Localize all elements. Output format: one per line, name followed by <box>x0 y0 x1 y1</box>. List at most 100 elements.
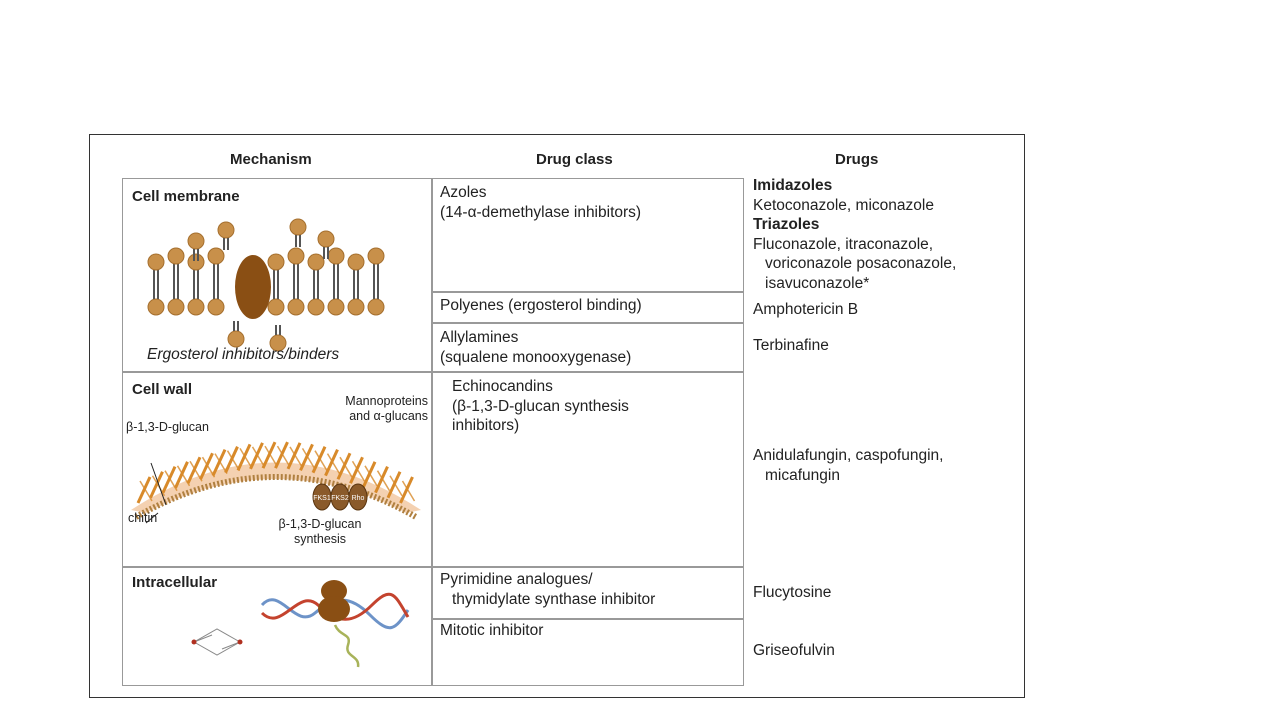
cell-wall-title: Cell wall <box>132 381 193 398</box>
glucan-fiber <box>336 452 352 480</box>
lipid-head <box>367 298 385 316</box>
lipid-head <box>267 253 285 271</box>
drugs-imidazoles-heading: Imidazoles <box>753 177 833 194</box>
drug-class-pyrimidine-line2: thymidylate synthase inhibitor <box>452 590 656 608</box>
enzyme-label: FKS2 <box>331 495 349 502</box>
glucan-fiber <box>161 466 177 494</box>
spindle-illustration <box>191 628 243 656</box>
glucan-fiber <box>224 446 239 474</box>
glucan-fiber <box>199 452 214 480</box>
figure-frame: Mechanism Drug class Drugs Cell membrane… <box>89 134 1025 698</box>
glucan-fiber <box>174 461 189 489</box>
lipid-head <box>267 298 285 316</box>
intracellular-title: Intracellular <box>132 574 218 591</box>
lipid-head <box>317 230 335 248</box>
drug-class-echinocandins-line2: (β-1,3-D-glucan synthesis <box>452 397 629 415</box>
ergosterol-molecule <box>235 255 271 319</box>
glucan-fiber <box>361 461 377 489</box>
lipid-head <box>187 232 205 250</box>
header-drug-class: Drug class <box>536 151 613 168</box>
lipid-bilayer-illustration <box>147 218 385 352</box>
drug-class-polyenes: Polyenes (ergosterol binding) <box>440 297 642 314</box>
lipid-head <box>287 298 305 316</box>
label-synthesis: β-1,3-D-glucan synthesis <box>265 517 375 547</box>
enzyme-enzyme_3 <box>348 483 368 511</box>
drugs-triazoles-line2: voriconazole posaconazole, <box>765 255 957 272</box>
ribosome-large-subunit <box>318 596 350 622</box>
lipid-head <box>347 298 365 316</box>
drugs-echinocandins-line2: micafungin <box>765 466 840 484</box>
lipid-head <box>289 218 307 236</box>
drug-class-echinocandins-line1: Echinocandins <box>452 378 553 395</box>
drugs-echinocandins-line1: Anidulafungin, caspofungin, <box>753 447 944 464</box>
drugs-imidazoles: Ketoconazole, miconazole <box>753 196 934 214</box>
glucan-fiber <box>249 442 264 470</box>
drugs-pyrimidine: Flucytosine <box>753 584 832 601</box>
drug-class-cell-azoles <box>431 178 744 293</box>
lipid-head <box>187 298 205 316</box>
lipid-head <box>287 247 305 265</box>
label-synthesis-line2: synthesis <box>293 532 347 546</box>
glucan-fiber <box>311 446 327 474</box>
label-glucan: β-1,3-D-glucan <box>126 420 209 434</box>
ribosome-dna-illustration <box>260 580 410 668</box>
drugs-triazoles-line1: Fluconazole, itraconazole, <box>753 235 934 253</box>
lipid-head <box>307 298 325 316</box>
drugs-mitotic: Griseofulvin <box>753 642 835 659</box>
mechanism-cell-wall <box>122 371 433 568</box>
header-mechanism: Mechanism <box>230 151 312 168</box>
drug-class-cell-pyrimidine <box>431 566 744 620</box>
header-drugs: Drugs <box>835 151 879 168</box>
glucan-fiber <box>236 443 252 472</box>
ribosome-small-subunit <box>321 580 347 602</box>
enzyme-label: FKS1 <box>313 495 331 502</box>
drug-class-allylamines-line2: (squalene monooxygenase) <box>440 348 632 366</box>
glucan-fiber <box>349 456 364 484</box>
glucan-fiber <box>149 471 164 499</box>
mechanism-cell-membrane <box>122 178 433 373</box>
lipid-head <box>327 247 345 265</box>
drug-class-allylamines: Allylamines (squalene monooxygenase) <box>440 328 631 367</box>
glucan-fiber <box>299 443 314 472</box>
lipid-head <box>217 221 235 239</box>
drug-class-echinocandins-line3: inhibitors) <box>452 417 520 434</box>
drugs-triazoles-line3: isavuconazole* <box>765 274 870 292</box>
cell-membrane-caption: Ergosterol inhibitors/binders <box>147 346 340 363</box>
drug-class-allylamines-line1: Allylamines <box>440 329 519 346</box>
lipid-head <box>227 330 245 348</box>
mrna-strand <box>333 624 360 668</box>
glucan-fiber <box>324 449 339 477</box>
drug-class-mitotic: Mitotic inhibitor <box>440 622 544 639</box>
drug-class-pyrimidine-line1: Pyrimidine analogues/ <box>440 571 593 588</box>
lipid-head <box>167 298 185 316</box>
drug-class-azoles: Azoles (14-α-demethylase inhibitors) <box>440 183 641 222</box>
label-chitin: chitin <box>128 511 158 525</box>
drug-class-cell-allylamines <box>431 322 744 373</box>
drug-class-cell-mitotic <box>431 618 744 686</box>
label-mannoproteins-line2: and α-glucans <box>349 409 428 423</box>
glucan-fiber <box>261 441 277 469</box>
glucan-fiber <box>399 476 414 504</box>
glucan-fiber <box>211 449 227 477</box>
glucan-fiber <box>274 441 289 469</box>
drugs-polyenes: Amphotericin B <box>753 301 859 318</box>
glucan-fiber <box>386 471 402 499</box>
enzyme-label: Rho <box>352 495 365 502</box>
drug-class-pyrimidine: Pyrimidine analogues/ thymidylate syntha… <box>440 570 655 609</box>
drug-class-echinocandins: Echinocandins (β-1,3-D-glucan synthesis … <box>452 377 629 436</box>
cell-membrane-title: Cell membrane <box>132 188 240 205</box>
drug-class-azoles-line1: Azoles <box>440 184 487 201</box>
label-mannoproteins: Mannoproteins and α-glucans <box>316 394 428 424</box>
drugs-echinocandins: Anidulafungin, caspofungin, micafungin <box>753 446 943 485</box>
lipid-head <box>367 247 385 265</box>
drugs-triazoles-heading: Triazoles <box>753 216 820 233</box>
lipid-head <box>207 247 225 265</box>
glucan-fiber <box>186 456 202 484</box>
drugs-azoles-block: Imidazoles Ketoconazole, miconazole Tria… <box>753 176 956 293</box>
mechanism-intracellular <box>122 566 433 686</box>
lipid-head <box>167 247 185 265</box>
lipid-head <box>327 298 345 316</box>
glucan-fiber <box>374 466 389 494</box>
drug-class-cell-polyenes <box>431 291 744 324</box>
